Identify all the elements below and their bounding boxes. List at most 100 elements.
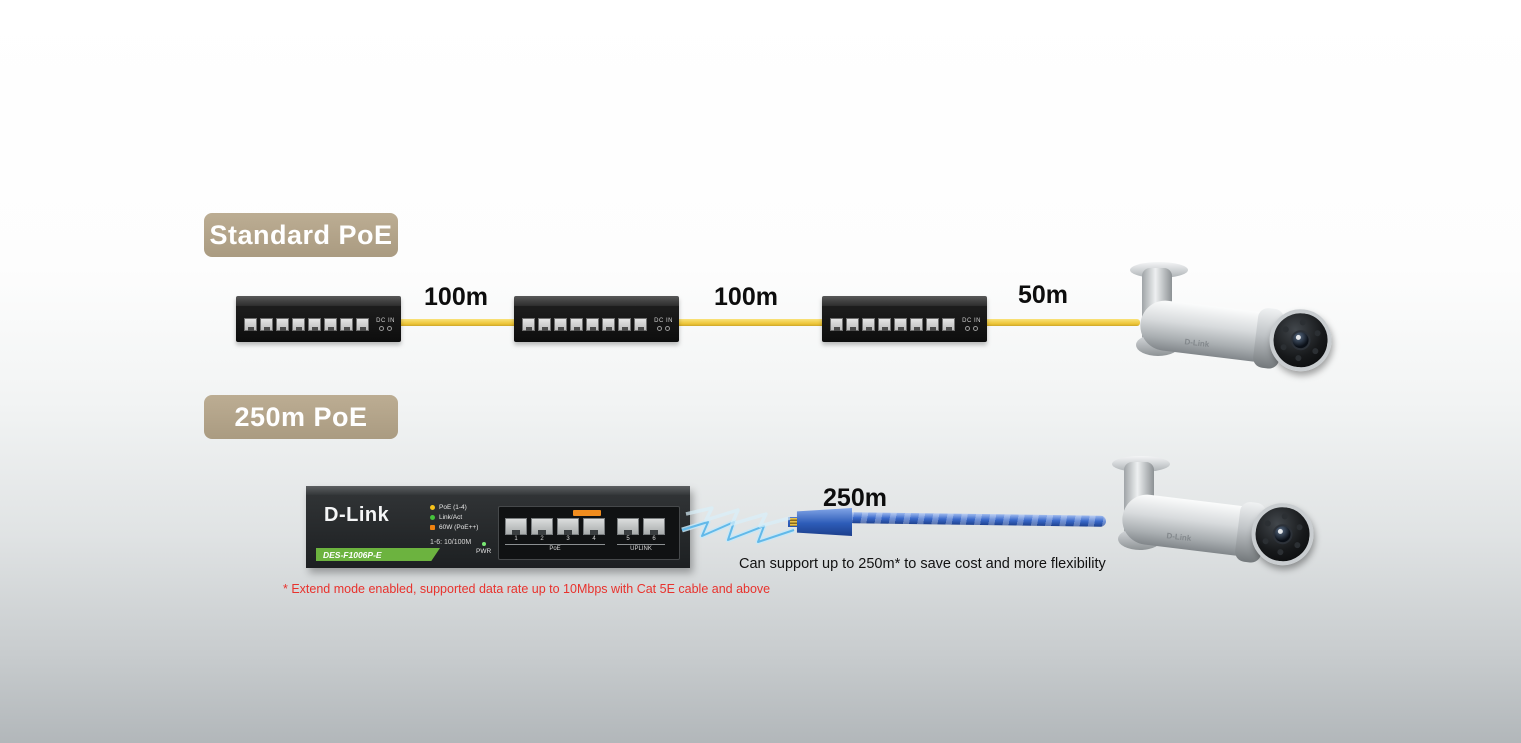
rj45-port (276, 317, 289, 331)
rj45-port (617, 518, 639, 535)
rj45-port (878, 317, 891, 331)
rj45-port (602, 317, 615, 331)
rj45-port (522, 317, 535, 331)
rj45-port (244, 317, 257, 331)
rj45-port (538, 317, 551, 331)
switch-top-face (306, 486, 690, 495)
extend-mode-footnote: * Extend mode enabled, supported data ra… (283, 582, 771, 596)
rj45-port (586, 317, 599, 331)
poe-switch-1: DC IN (236, 296, 401, 342)
model-label: DES-F1006P-E (323, 549, 382, 560)
poe-switch-3: DC IN (822, 296, 987, 342)
rj45-port (830, 317, 843, 331)
ir-led-dots (1299, 319, 1307, 326)
standard-poe-badge-label: Standard PoE (209, 219, 393, 250)
rj45-port (634, 317, 647, 331)
port-row: 1 2 3 4 (505, 518, 605, 542)
dc-in-area: DC IN (654, 318, 673, 331)
dc-in-label: DC IN (962, 317, 981, 324)
rj45-port (926, 317, 939, 331)
port-column: 6 (643, 518, 665, 542)
rj45-port (846, 317, 859, 331)
ir-led-dots (1281, 513, 1289, 520)
port-column: 2 (531, 518, 553, 542)
led-legend: PoE (1-4) Link/Act 60W (PoE++) (430, 504, 478, 531)
port-number: 6 (652, 536, 656, 542)
distance-label-250m: 250m (823, 484, 887, 512)
rj45-port (308, 317, 321, 331)
group-label: UPLINK (630, 546, 652, 552)
yellow-ethernet-cable (300, 319, 1140, 326)
switch-port-row (244, 317, 369, 331)
legend-label: Link/Act (439, 514, 463, 521)
poe-led-icon (430, 505, 435, 510)
rj45-port (570, 317, 583, 331)
model-strip: DES-F1006P-E (316, 548, 440, 561)
250m-poe-badge: 250m PoE (204, 395, 398, 439)
250m-poe-badge-label: 250m PoE (234, 401, 368, 432)
rj45-port (618, 317, 631, 331)
power-indicator: PWR (476, 542, 491, 555)
port-number: 1 (514, 536, 518, 542)
lightning-power-icon (681, 506, 795, 545)
rj45-port (340, 317, 353, 331)
standard-poe-badge: Standard PoE (204, 213, 398, 257)
camera-lens (1289, 329, 1312, 352)
legend-row-poe: PoE (1-4) (430, 504, 478, 511)
group-label: PoE (549, 546, 561, 552)
poe-port-group: 1 2 3 4 PoE (505, 518, 605, 552)
rj45-port (505, 518, 527, 535)
switch-port-row (522, 317, 647, 331)
dlink-logo: D-Link (324, 504, 390, 526)
power-label: PWR (476, 548, 492, 555)
power-led-icon (481, 542, 486, 546)
dc-in-area: DC IN (376, 318, 395, 331)
uplink-group-bracket: UPLINK (617, 544, 665, 552)
rj45-port (356, 317, 369, 331)
dc-in-area: DC IN (962, 318, 981, 331)
rj45-port (260, 317, 273, 331)
switch-front-panel: D-Link PoE (1-4) Link/Act 60W (PoE++) 1-… (306, 495, 690, 568)
dc-power-jack-icon (379, 325, 393, 331)
60w-led-icon (430, 525, 435, 530)
dc-in-label: DC IN (376, 317, 395, 324)
rj45-port (894, 317, 907, 331)
switch-front-panel: DC IN (514, 306, 679, 342)
legend-label: 60W (PoE++) (439, 524, 479, 531)
camera-body: D-Link (1137, 297, 1271, 363)
dc-power-jack-icon (657, 325, 671, 331)
switch-top-face (514, 296, 679, 306)
camera-brand-label: D-Link (1183, 337, 1210, 350)
rj45-port (643, 518, 665, 535)
rj45-port (292, 317, 305, 331)
ip-camera-extended: D-Link (1078, 456, 1324, 596)
rj45-port (910, 317, 923, 331)
distance-label-segment-1: 100m (424, 283, 488, 311)
switch-front-panel: DC IN (236, 306, 401, 342)
port-number: 4 (592, 536, 596, 542)
dlink-des-f1006p-e-switch: D-Link PoE (1-4) Link/Act 60W (PoE++) 1-… (306, 486, 690, 568)
orange-port-tag (573, 510, 601, 516)
switch-top-face (822, 296, 987, 306)
ip-camera-standard: D-Link (1096, 262, 1342, 402)
port-column: 4 (583, 518, 605, 542)
camera-brand-label: D-Link (1165, 531, 1192, 544)
distance-label-segment-3: 50m (1017, 281, 1069, 309)
dc-power-jack-icon (965, 325, 979, 331)
distance-label-segment-2: 100m (714, 283, 778, 311)
blue-ethernet-cable (847, 512, 1107, 527)
dc-in-label: DC IN (654, 317, 673, 324)
speed-label: 1-6: 10/100M (430, 539, 472, 546)
legend-row-60w: 60W (PoE++) (430, 524, 478, 531)
link-act-led-icon (430, 515, 435, 520)
camera-body: D-Link (1119, 491, 1253, 557)
switch-port-row (830, 317, 955, 331)
rj45-port (557, 518, 579, 535)
rj45-plug-blue (788, 508, 852, 536)
port-number: 2 (540, 536, 544, 542)
rj45-port (862, 317, 875, 331)
port-column: 3 (557, 518, 579, 542)
poe-switch-2: DC IN (514, 296, 679, 342)
port-groups: 1 2 3 4 PoE 5 6 (505, 518, 673, 552)
